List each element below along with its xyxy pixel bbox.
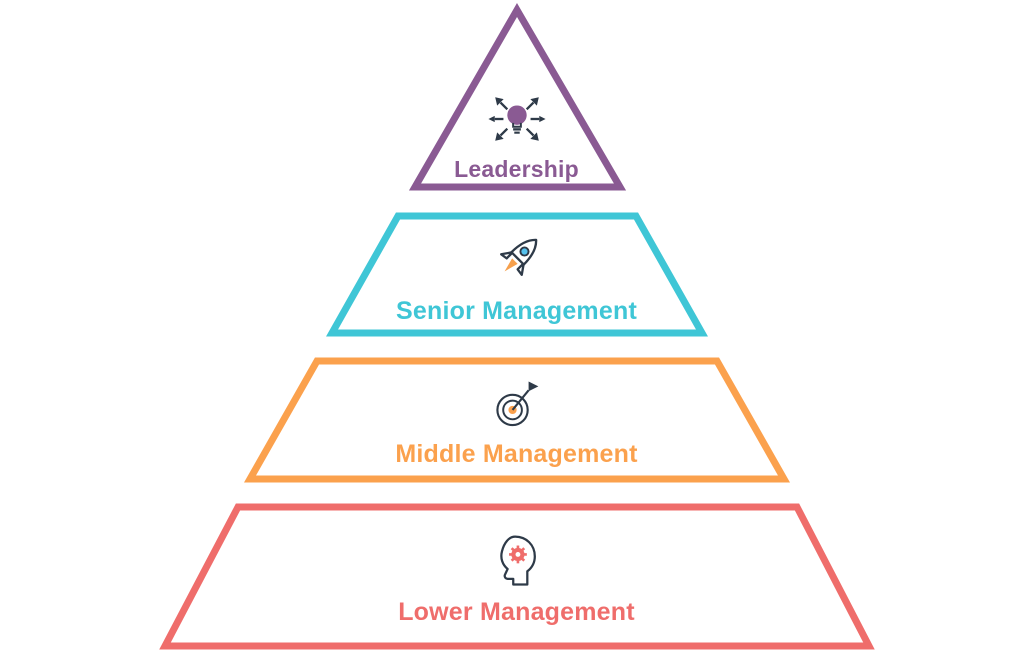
target-flag-icon: [495, 381, 538, 427]
bulb-base: [512, 128, 521, 131]
bulb-glass: [506, 105, 527, 125]
rocket-fin-left: [499, 251, 514, 260]
flag-pole: [511, 389, 529, 411]
pyramid-level-leadership-shape: [408, 3, 627, 191]
flag: [528, 381, 538, 392]
gear-hole: [515, 552, 520, 557]
pyramid-level-senior-shape: [326, 212, 708, 337]
rocket-flame: [504, 258, 518, 272]
rocket-fin-right: [515, 262, 525, 276]
bulb-base-2: [513, 131, 520, 134]
level-label-middle-management: Middle Management: [395, 440, 638, 468]
idea-arrow-lines: [494, 101, 539, 137]
head-gear-icon: [499, 535, 536, 586]
idea-lightbulb-icon: [487, 97, 546, 141]
rocket-icon: [499, 238, 537, 276]
level-label-leadership: Leadership: [454, 156, 579, 182]
level-label-lower-management: Lower Management: [398, 598, 635, 626]
idea-arrow-heads: [487, 97, 546, 141]
rocket-window: [518, 246, 530, 257]
bulb-neck: [511, 122, 522, 128]
level-label-senior-management: Senior Management: [396, 297, 637, 325]
